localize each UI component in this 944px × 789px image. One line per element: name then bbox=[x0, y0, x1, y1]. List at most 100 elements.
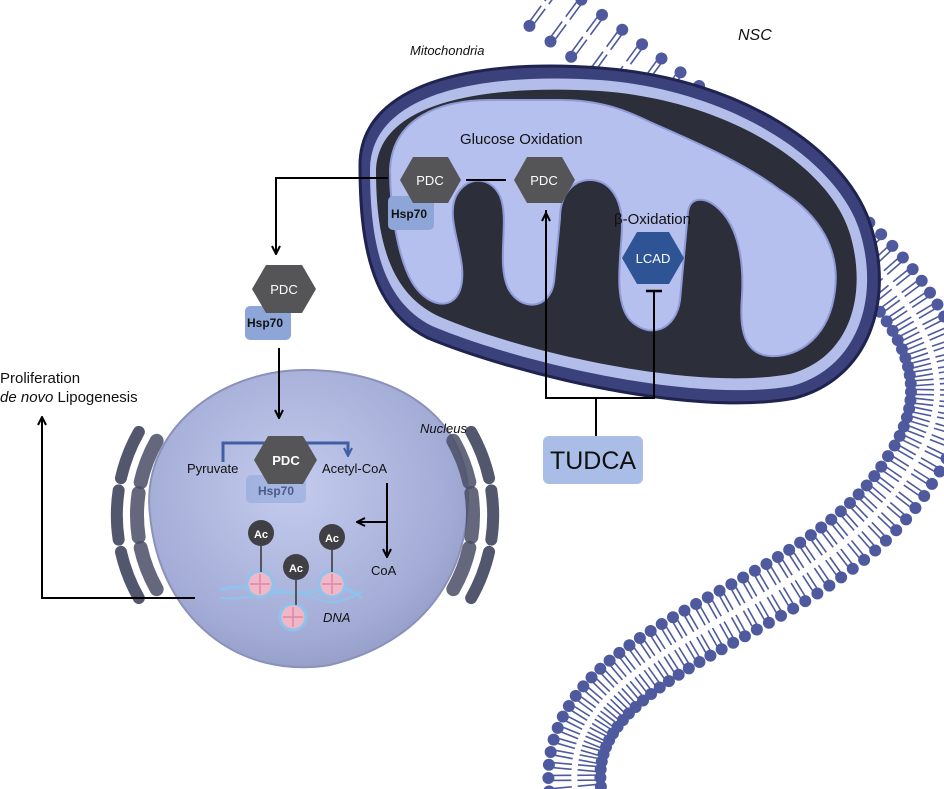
lipid-tail bbox=[585, 16, 598, 33]
lipid-head bbox=[594, 771, 607, 784]
lipid-head bbox=[644, 624, 657, 637]
lipid-head bbox=[662, 675, 675, 688]
pdc-label-mitochondria-2: PDC bbox=[530, 173, 557, 188]
lipid-tail bbox=[754, 603, 765, 620]
lipid-tail bbox=[700, 634, 711, 651]
lipid-tail bbox=[606, 702, 622, 716]
lipid-head bbox=[623, 639, 636, 652]
beta-oxidation-label: β-Oxidation bbox=[614, 211, 691, 228]
lipid-tail bbox=[604, 670, 619, 685]
lipid-tail bbox=[747, 580, 758, 597]
lipid-tail bbox=[653, 663, 665, 679]
lipid-tail bbox=[877, 515, 892, 530]
lipid-tail bbox=[758, 601, 770, 618]
lipid-tail bbox=[684, 615, 695, 633]
lipid-head bbox=[544, 35, 557, 48]
tudca-box bbox=[543, 436, 643, 484]
lipid-tail bbox=[895, 495, 911, 508]
lipid-head bbox=[737, 571, 750, 584]
lipid-tail bbox=[868, 489, 884, 503]
lipid-head bbox=[655, 618, 668, 631]
lipid-tail bbox=[938, 405, 944, 408]
envelope-plate bbox=[465, 545, 496, 605]
hsp70-label-mitochondria: Hsp70 bbox=[391, 207, 427, 221]
lipid-tail bbox=[877, 288, 893, 302]
lipid-tail bbox=[781, 559, 793, 576]
lipid-tail bbox=[897, 320, 915, 332]
nucleosome-3 bbox=[317, 569, 347, 599]
nsc-label: NSC bbox=[738, 27, 772, 44]
lipid-head bbox=[852, 488, 865, 501]
lipid-head bbox=[690, 597, 703, 610]
lipid-head bbox=[811, 587, 824, 600]
lipid-tail bbox=[610, 698, 625, 713]
envelope-plate bbox=[446, 433, 477, 490]
lipid-tail bbox=[915, 304, 933, 315]
lipid-tail bbox=[597, 714, 613, 727]
pdc-label-cytosol: PDC bbox=[270, 282, 297, 297]
lipid-tail bbox=[902, 439, 920, 449]
lipid-tail bbox=[644, 640, 656, 657]
acetyl-label-3: Ac bbox=[325, 533, 339, 545]
lipid-tail bbox=[533, 8, 546, 24]
lipid-tail bbox=[747, 607, 758, 625]
lipid-head bbox=[762, 616, 775, 629]
acetyl-label-1: Ac bbox=[254, 529, 268, 541]
lipid-head bbox=[794, 536, 807, 549]
lipid-tail bbox=[568, 715, 585, 726]
lipid-tail bbox=[742, 610, 753, 627]
lipid-tail bbox=[782, 587, 794, 604]
acetyl-coa-label: Acetyl-CoA bbox=[322, 461, 387, 476]
lipid-tail bbox=[906, 480, 922, 492]
lipid-tail bbox=[915, 383, 934, 387]
lipid-head bbox=[843, 497, 856, 510]
lcad-hexagon bbox=[622, 232, 684, 284]
lipid-tail bbox=[889, 305, 905, 318]
lipid-tail bbox=[665, 626, 677, 643]
lipid-tail bbox=[847, 543, 860, 559]
lipid-tail bbox=[553, 766, 572, 771]
acetyl-circle-3 bbox=[319, 524, 345, 550]
lipid-head bbox=[596, 8, 609, 21]
lipid-tail bbox=[904, 285, 920, 298]
lipid-tail bbox=[667, 653, 679, 670]
lipid-tail bbox=[893, 455, 910, 467]
lipid-tail bbox=[663, 656, 675, 673]
lipid-head bbox=[890, 524, 903, 537]
lipid-tail bbox=[600, 710, 616, 723]
lipid-head bbox=[547, 733, 560, 746]
lipid-tail bbox=[821, 532, 834, 548]
envelope-plate bbox=[465, 425, 496, 485]
lipid-tail bbox=[880, 512, 895, 526]
lipid-tail bbox=[730, 616, 742, 634]
lipid-head bbox=[544, 745, 557, 758]
lipid-tail bbox=[588, 687, 603, 701]
lipid-tail bbox=[689, 640, 700, 657]
lipid-head bbox=[542, 758, 555, 771]
lipid-head bbox=[551, 721, 564, 734]
lipid-tail bbox=[902, 331, 920, 341]
lipid-tail bbox=[924, 320, 942, 330]
lipid-tail bbox=[719, 596, 730, 613]
lipid-head bbox=[674, 66, 687, 79]
lipid-tail bbox=[700, 606, 711, 624]
lipid-tail bbox=[840, 548, 853, 564]
lipid-tail bbox=[913, 411, 932, 417]
lipid-tail bbox=[735, 586, 746, 604]
lipid-head bbox=[750, 623, 763, 636]
lipid-tail bbox=[758, 573, 770, 590]
lipid-tail bbox=[777, 562, 789, 579]
lipid-tail bbox=[938, 371, 944, 374]
lipid-head bbox=[868, 470, 881, 483]
lipid-tail bbox=[554, 761, 573, 766]
lipid-tail bbox=[800, 547, 812, 564]
lipid-head bbox=[633, 632, 646, 645]
envelope-plate bbox=[133, 540, 164, 597]
lipid-tail bbox=[884, 299, 901, 312]
lipid-tail bbox=[585, 735, 603, 744]
lipid-head bbox=[906, 263, 919, 276]
lipid-tail bbox=[907, 341, 925, 351]
lipid-head bbox=[940, 453, 944, 464]
pyruvate-label: Pyruvate bbox=[187, 461, 238, 476]
